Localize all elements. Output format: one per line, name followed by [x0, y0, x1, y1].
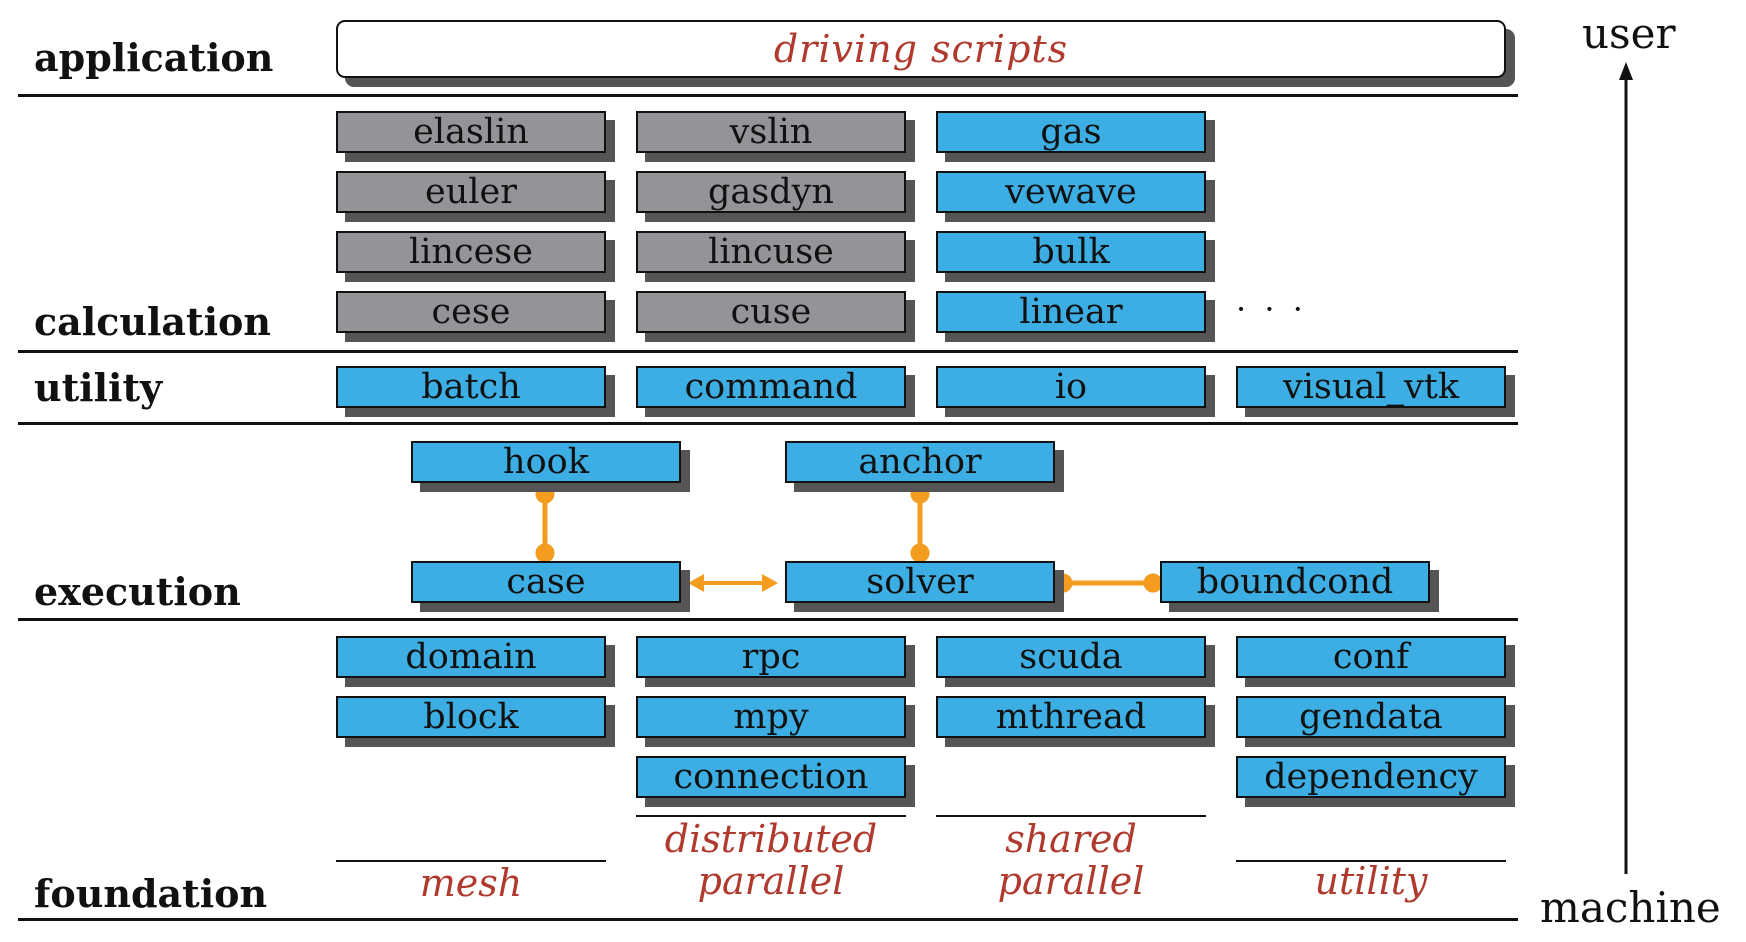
layer-divider — [18, 618, 1518, 621]
module-cese: cese — [336, 291, 606, 333]
module-domain: domain — [336, 636, 606, 678]
layer-label-calculation: calculation — [34, 299, 271, 344]
category-rule-distributed-parallel — [636, 815, 906, 817]
module-mpy: mpy — [636, 696, 906, 738]
module-vslin: vslin — [636, 111, 906, 153]
module-hook: hook — [411, 441, 681, 483]
driving-scripts-bar: driving scripts — [336, 20, 1506, 78]
category-label-shared-line1: shared — [1005, 817, 1137, 861]
category-label-shared-line2: parallel — [997, 859, 1145, 903]
category-label-distributed-line1: distributed — [664, 817, 878, 861]
layer-divider — [18, 422, 1518, 425]
module-lincuse: lincuse — [636, 231, 906, 273]
module-rpc: rpc — [636, 636, 906, 678]
arrowhead-left — [688, 574, 704, 592]
module-solver: solver — [785, 561, 1055, 603]
layer-divider — [18, 918, 1518, 921]
module-dependency: dependency — [1236, 756, 1506, 798]
category-rule-utility — [1236, 860, 1506, 862]
module-batch: batch — [336, 366, 606, 408]
layer-divider — [18, 350, 1518, 353]
module-linear: linear — [936, 291, 1206, 333]
layer-label-utility: utility — [34, 365, 163, 410]
category-label-utility: utility — [1314, 859, 1428, 903]
module-boundcond: boundcond — [1160, 561, 1430, 603]
axis-arrowhead — [1619, 62, 1633, 80]
connector-node — [1053, 573, 1073, 593]
connector-node — [910, 543, 930, 563]
connector-node — [910, 484, 930, 504]
module-elaslin: elaslin — [336, 111, 606, 153]
module-gasdyn: gasdyn — [636, 171, 906, 213]
layer-label-foundation: foundation — [34, 871, 268, 916]
module-cuse: cuse — [636, 291, 906, 333]
more-modules-ellipsis: · · · — [1236, 290, 1307, 328]
module-anchor: anchor — [785, 441, 1055, 483]
module-vewave: vewave — [936, 171, 1206, 213]
module-visual-vtk: visual_vtk — [1236, 366, 1506, 408]
layer-label-execution: execution — [34, 569, 241, 614]
layer-divider — [18, 94, 1518, 97]
module-io: io — [936, 366, 1206, 408]
module-conf: conf — [1236, 636, 1506, 678]
module-lincese: lincese — [336, 231, 606, 273]
layer-label-application: application — [34, 35, 274, 80]
module-case: case — [411, 561, 681, 603]
module-gendata: gendata — [1236, 696, 1506, 738]
module-mthread: mthread — [936, 696, 1206, 738]
connector-node — [535, 543, 555, 563]
module-bulk: bulk — [936, 231, 1206, 273]
module-gas: gas — [936, 111, 1206, 153]
category-label-distributed-line2: parallel — [697, 859, 845, 903]
axis-label-machine: machine — [1540, 883, 1721, 932]
category-rule-mesh — [336, 860, 606, 862]
module-command: command — [636, 366, 906, 408]
axis-label-user: user — [1582, 9, 1676, 58]
connector-node — [535, 484, 555, 504]
module-euler: euler — [336, 171, 606, 213]
arrowhead-right — [762, 574, 778, 592]
category-label-mesh: mesh — [419, 861, 523, 905]
module-connection: connection — [636, 756, 906, 798]
module-block: block — [336, 696, 606, 738]
category-rule-shared-parallel — [936, 815, 1206, 817]
module-scuda: scuda — [936, 636, 1206, 678]
